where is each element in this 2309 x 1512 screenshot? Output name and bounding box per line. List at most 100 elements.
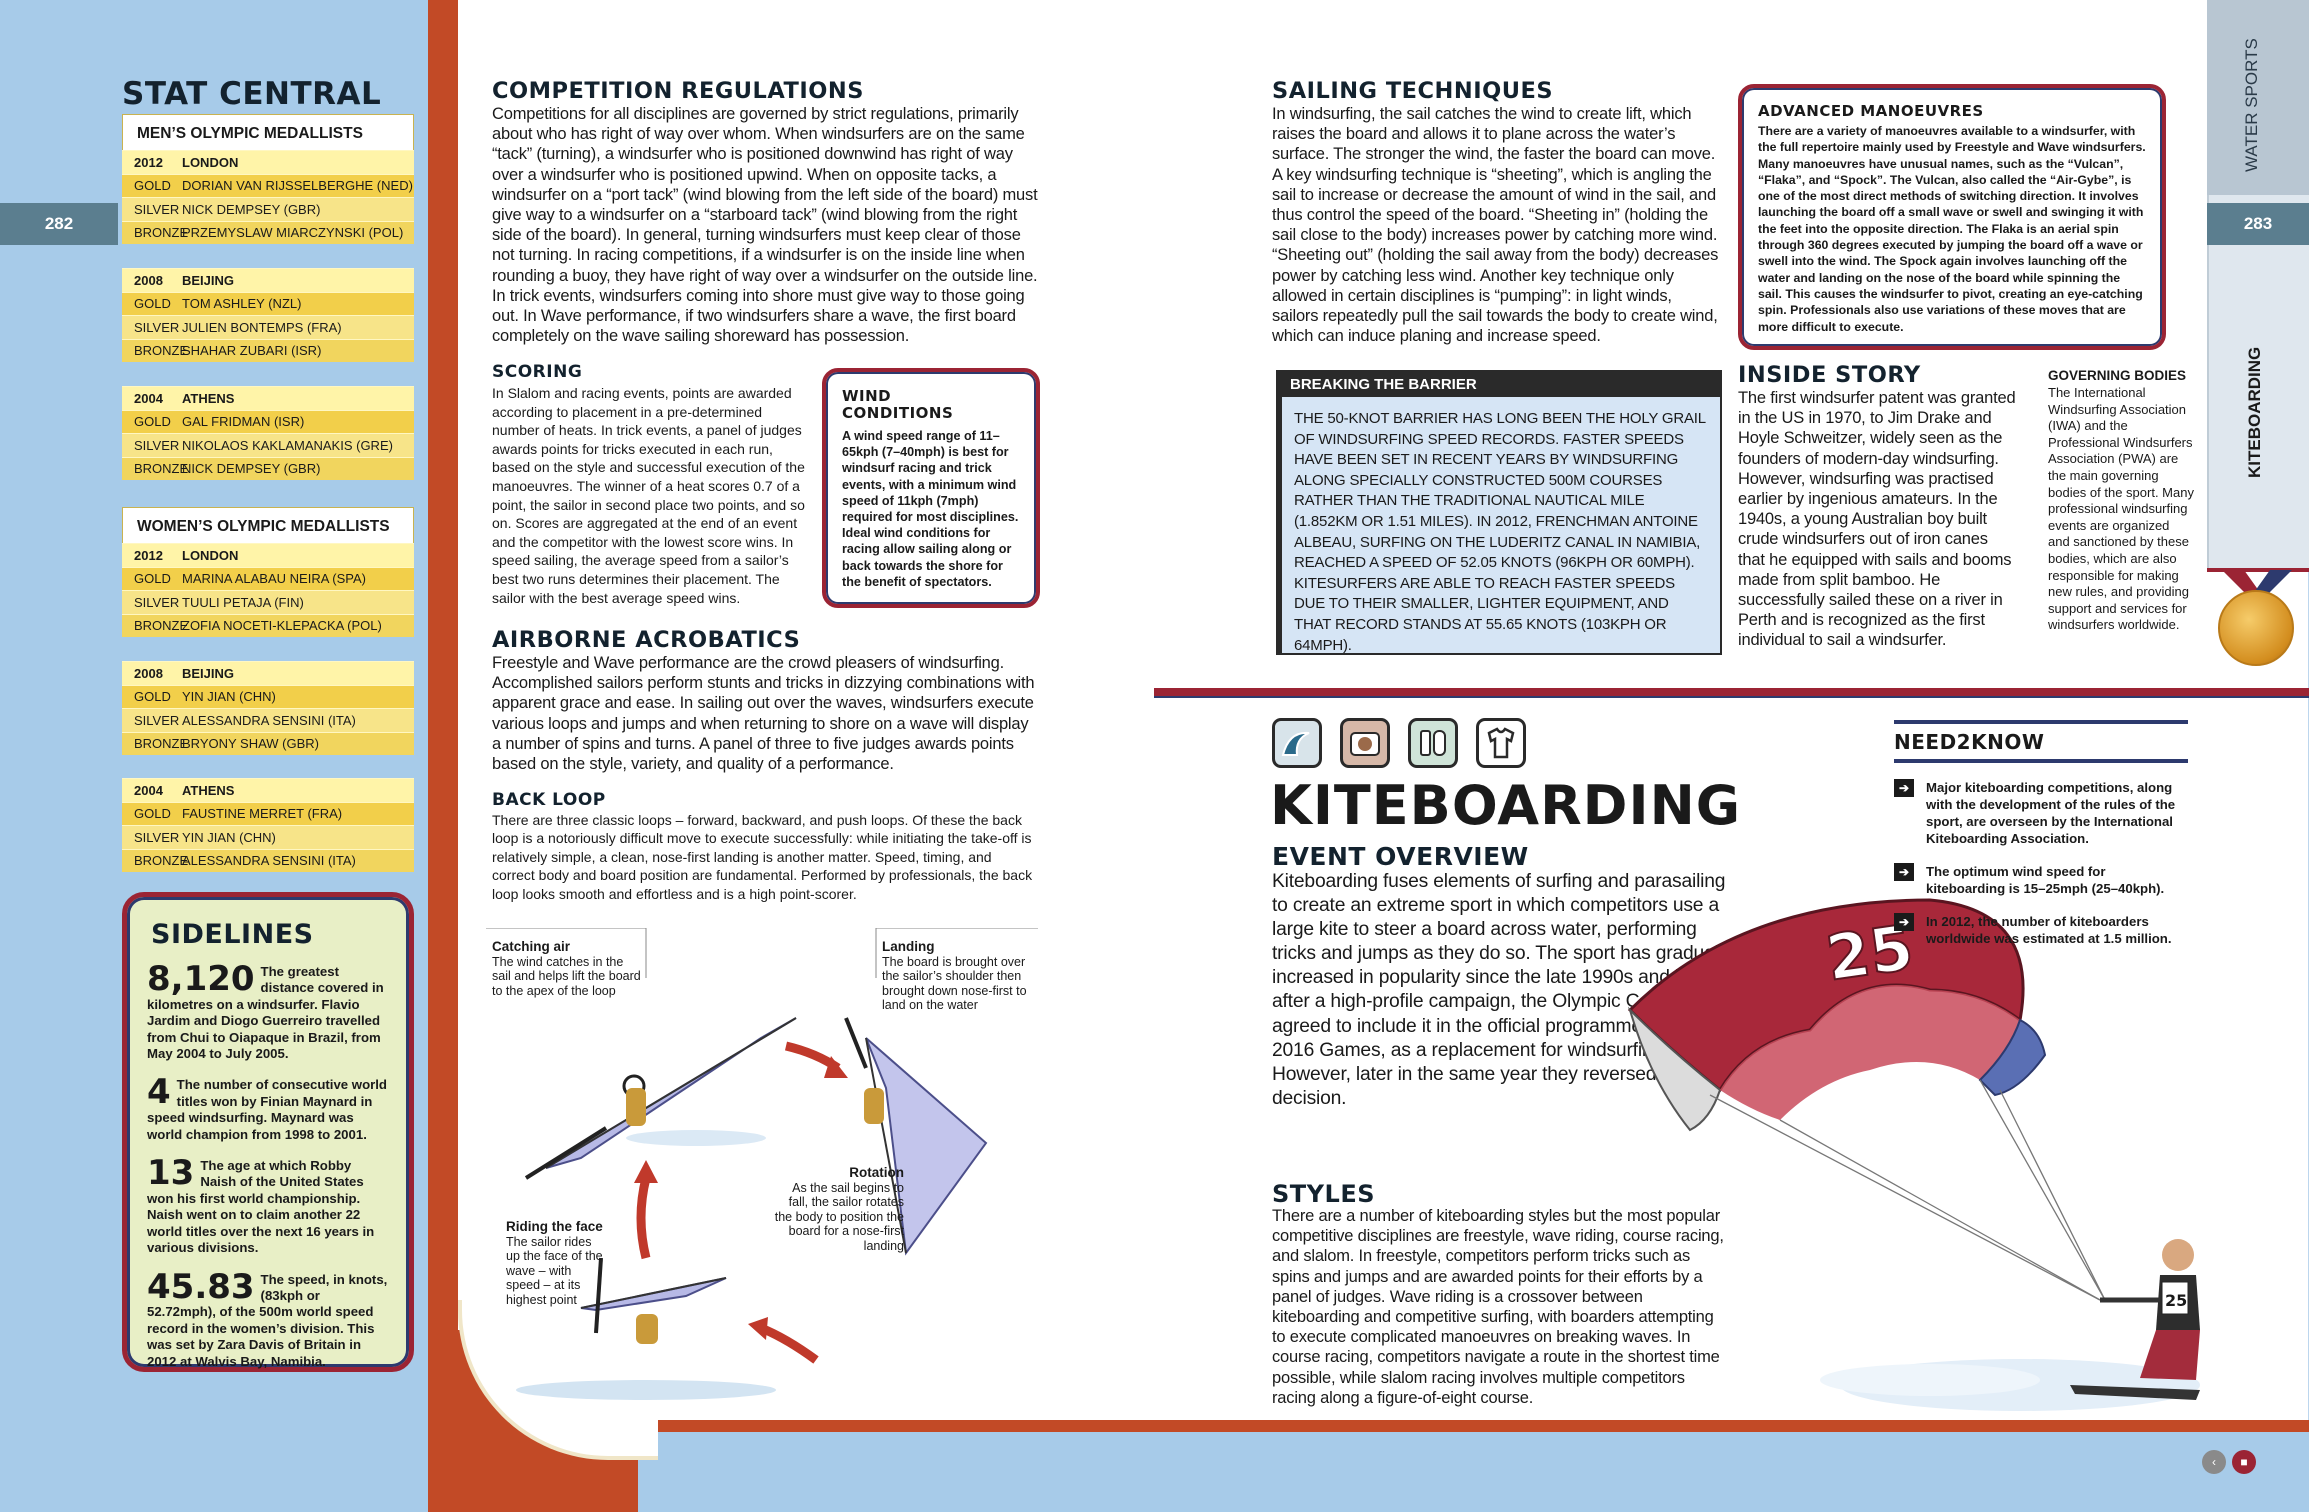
camera-icon	[1340, 718, 1390, 768]
list-item: ➔The optimum wind speed for kiteboarding…	[1894, 863, 2188, 897]
ribbon-stripe	[2207, 568, 2309, 572]
section-divider	[1154, 688, 2309, 696]
inside-story-body: The first windsurfer patent was granted …	[1738, 389, 2016, 650]
back-loop-illustration	[486, 928, 1038, 1400]
event-pictograms	[1272, 718, 1526, 768]
governing-bodies-body: The International Windsurfing Associatio…	[2048, 385, 2194, 633]
wave-icon	[1272, 718, 1322, 768]
governing-bodies-heading: GOVERNING BODIES	[2048, 368, 2187, 383]
wind-conditions-box: WIND CONDITIONS A wind speed range of 11…	[822, 368, 1040, 608]
breaking-barrier-body: The 50-knot barrier has long been the ho…	[1294, 410, 1706, 654]
bottom-orange-band	[620, 1420, 2309, 1432]
backloop-body: There are three classic loops – forward,…	[492, 812, 1033, 902]
orange-spine	[428, 0, 458, 1512]
page-number-left: 282	[0, 203, 118, 245]
sailing-body: In windsurfing, the sail catches the win…	[1272, 105, 1719, 346]
scoring-heading: SCORING	[492, 362, 583, 382]
list-item: ➔Major kiteboarding competitions, along …	[1894, 779, 2188, 847]
event-overview-body: Kiteboarding fuses elements of surfing a…	[1272, 871, 1742, 1109]
airborne-heading: AIRBORNE ACROBATICS	[492, 627, 801, 653]
tab-kiteboarding-label: KITEBOARDING	[2245, 346, 2264, 478]
backloop-heading: BACK LOOP	[492, 790, 606, 810]
sidelines-title: SIDELINES	[151, 919, 314, 950]
advanced-manoeuvres-body: There are a variety of manoeuvres availa…	[1758, 124, 2146, 334]
stat-central-title: STAT CENTRAL	[122, 76, 382, 112]
arrow-right-icon: ➔	[1894, 913, 1914, 931]
need2know-box: NEED2KNOW ➔Major kiteboarding competitio…	[1894, 720, 2188, 963]
inside-story-heading: INSIDE STORY	[1738, 362, 1921, 388]
tab-water-sports[interactable]	[2207, 0, 2309, 195]
arrow-right-icon: ➔	[1894, 863, 1914, 881]
previous-page-button[interactable]: ‹	[2202, 1450, 2226, 1474]
sailing-heading: SAILING TECHNIQUES	[1272, 78, 1554, 104]
list-item: ➔In 2012, the number of kiteboarders wor…	[1894, 913, 2188, 947]
competition-body: Competitions for all disciplines are gov…	[492, 105, 1038, 346]
shirt-icon	[1476, 718, 1526, 768]
gold-medal-icon	[2218, 590, 2294, 666]
kiteboarding-title: KITEBOARDING	[1270, 774, 1742, 837]
breaking-barrier-title: BREAKING THE BARRIER	[1282, 372, 1720, 397]
next-page-button[interactable]: ■	[2232, 1450, 2256, 1474]
styles-heading: STYLES	[1272, 1180, 1376, 1208]
section-divider-line	[1154, 696, 2309, 698]
scoring-body: In Slalom and racing events, points are …	[492, 385, 805, 606]
advanced-manoeuvres-title: ADVANCED MANOEUVRES	[1758, 102, 1984, 120]
tab-water-sports-label: WATER SPORTS	[2242, 38, 2261, 172]
airborne-body: Freestyle and Wave performance are the c…	[492, 654, 1035, 774]
womens-medallists-table: WOMEN’S OLYMPIC MEDALLISTS	[122, 507, 414, 547]
mens-medallists-table: MEN’S OLYMPIC MEDALLISTS	[122, 114, 414, 154]
bottom-band	[458, 1420, 2309, 1512]
breaking-barrier-box: BREAKING THE BARRIER The 50-knot barrier…	[1276, 370, 1722, 655]
styles-body: There are a number of kiteboarding style…	[1272, 1207, 1724, 1407]
page-number-right: 283	[2207, 203, 2309, 245]
competition-heading: COMPETITION REGULATIONS	[492, 78, 864, 104]
advanced-manoeuvres-box: ADVANCED MANOEUVRES There are a variety …	[1738, 84, 2166, 350]
need2know-title: NEED2KNOW	[1894, 720, 2188, 763]
bib-number: 25	[2165, 1291, 2187, 1310]
mens-table-title: MEN’S OLYMPIC MEDALLISTS	[123, 115, 413, 153]
kiteboarder-illustration: 25 25	[1627, 898, 2200, 1411]
wind-conditions-title: WIND CONDITIONS	[842, 387, 954, 422]
wind-conditions-body: A wind speed range of 11–65kph (7–40mph)…	[842, 429, 1019, 589]
womens-table-title: WOMEN’S OLYMPIC MEDALLISTS	[123, 508, 413, 546]
arrow-right-icon: ➔	[1894, 779, 1914, 797]
